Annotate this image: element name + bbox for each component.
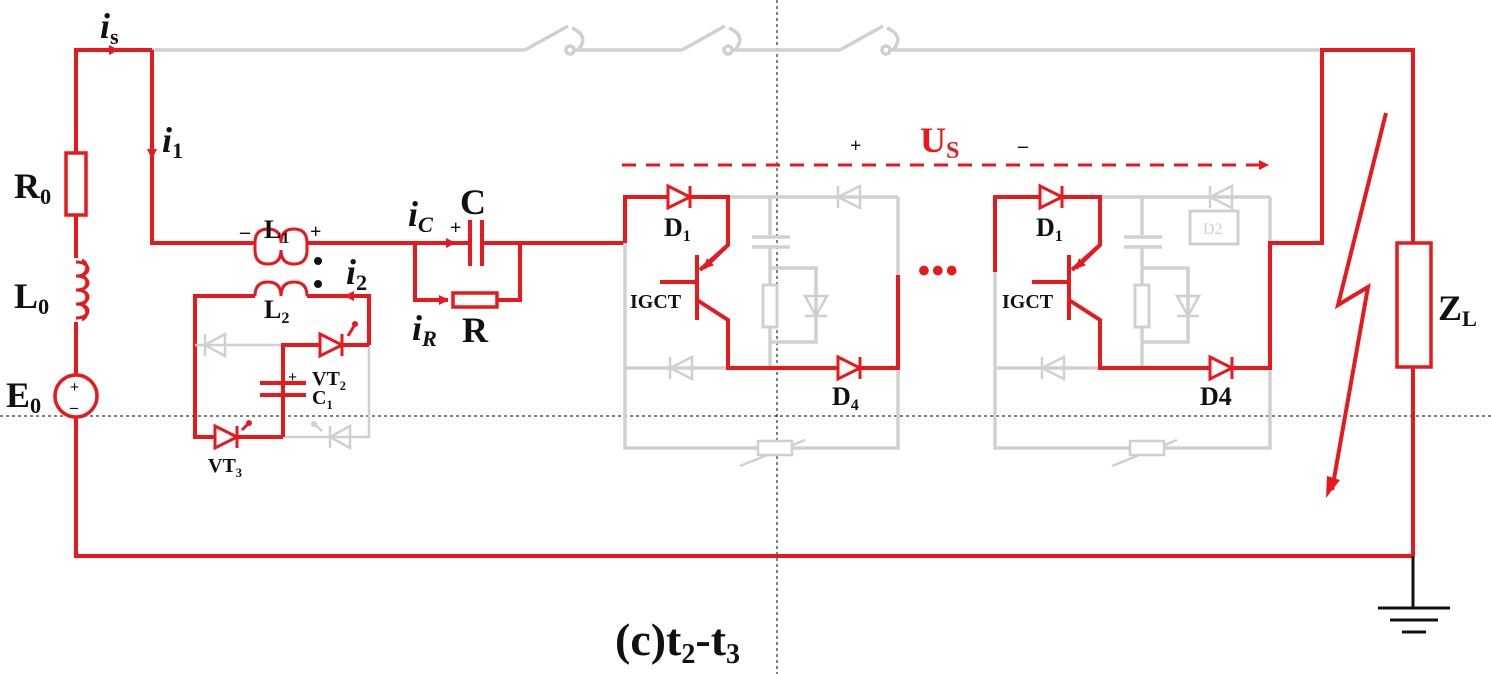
caption: (c)t2-t3 <box>615 614 740 670</box>
ellipsis-modules: ••• <box>918 252 960 290</box>
label-l1-minus: – <box>239 221 251 243</box>
label-vt2: VT2 <box>312 368 346 393</box>
r0-resistor <box>64 151 88 217</box>
label-e0-minus: – <box>69 399 79 416</box>
load-impedance <box>1395 241 1433 556</box>
label-is: is <box>100 6 119 49</box>
label-ic: iC <box>408 194 434 237</box>
label-i2: i2 <box>346 252 367 295</box>
main-breaker-branch <box>152 24 1322 56</box>
label-c1: C1 <box>312 387 333 412</box>
label-us: US <box>920 120 959 164</box>
capacitor-resistor-branch <box>413 220 625 309</box>
label-r: R <box>462 310 489 350</box>
label-c-plus: + <box>450 217 461 239</box>
inactive-thyristors <box>195 331 371 451</box>
label-c: C <box>460 182 486 222</box>
label-r0: R0 <box>14 166 51 209</box>
label-e0: E0 <box>6 375 41 418</box>
label-d4-module1: D4 <box>832 382 859 414</box>
igct-module-2 <box>993 48 1415 468</box>
label-d1-module1: D1 <box>664 213 691 245</box>
label-igct-module2: IGCT <box>1002 291 1054 313</box>
label-ir: iR <box>412 308 437 351</box>
label-d4-module2: D4 <box>1200 382 1232 411</box>
coupled-inductors <box>253 227 322 297</box>
label-l1: L1 <box>264 215 289 247</box>
label-us-minus: – <box>1017 135 1029 157</box>
fault-arrow-icon <box>1326 112 1388 498</box>
igct-module-1 <box>623 183 900 468</box>
label-d1-module2: D1 <box>1036 213 1063 245</box>
label-vt3: VT3 <box>208 455 242 480</box>
label-l0: L0 <box>14 276 49 319</box>
label-l1-plus: + <box>310 221 321 243</box>
label-zl: ZL <box>1438 288 1477 331</box>
label-l2: L2 <box>264 295 289 327</box>
label-e0-plus: + <box>70 379 79 396</box>
label-d2-module2: D2 <box>1203 221 1223 238</box>
ground-icon <box>1378 556 1450 634</box>
label-us-plus: + <box>850 135 861 157</box>
active-thyristors <box>213 321 369 451</box>
label-i1: i1 <box>162 120 183 163</box>
source-branch <box>53 45 1413 558</box>
label-igct-module1: IGCT <box>630 291 682 313</box>
label-c1-plus: + <box>288 369 297 386</box>
